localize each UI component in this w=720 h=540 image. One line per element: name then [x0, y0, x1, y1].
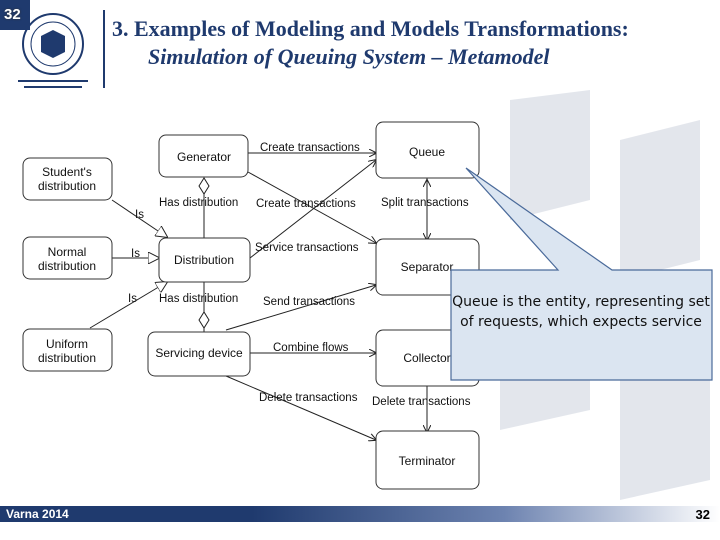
callout-shape	[450, 167, 713, 381]
footer-event: Varna 2014	[6, 507, 69, 521]
label-delete-transactions-2: Delete transactions	[372, 396, 471, 408]
label-split-transactions: Split transactions	[381, 197, 469, 209]
label-create-transactions-2: Create transactions	[256, 198, 356, 210]
callout-text: Queue is the entity, representing set of…	[452, 292, 710, 332]
class-queue: Queue	[409, 145, 445, 159]
callout-keyword: Queue	[452, 294, 499, 310]
class-boxes	[22, 121, 480, 490]
university-logo	[18, 13, 88, 88]
footer-page-number: 32	[695, 507, 710, 522]
class-distribution: Distribution	[174, 253, 234, 267]
label-create-transactions-1: Create transactions	[260, 142, 360, 154]
label-has-distribution-1: Has distribution	[159, 197, 238, 209]
connectors	[89, 153, 427, 440]
class-separator: Separator	[401, 260, 454, 274]
label-service-transactions: Service transactions	[255, 242, 359, 254]
label-is-3: Is	[128, 293, 137, 305]
slide-title-line2: Simulation of Queuing System – Metamodel	[148, 44, 550, 69]
class-generator: Generator	[177, 150, 231, 164]
label-has-distribution-2: Has distribution	[159, 293, 238, 305]
slide-number-top: 32	[4, 6, 21, 23]
label-is-1: Is	[135, 209, 144, 221]
title-divider	[103, 10, 105, 88]
class-terminator: Terminator	[399, 454, 456, 468]
class-servicing-device: Servicing device	[155, 346, 243, 360]
callout-body: is the entity, representing set of reque…	[460, 294, 710, 330]
class-collector: Collector	[403, 351, 450, 365]
slide-title-line1: 3. Examples of Modeling and Models Trans…	[112, 16, 629, 41]
label-send-transactions: Send transactions	[263, 296, 355, 308]
label-delete-transactions-1: Delete transactions	[259, 392, 358, 404]
label-is-2: Is	[131, 248, 140, 260]
corner-band	[0, 0, 30, 30]
label-combine-flows: Combine flows	[273, 342, 349, 354]
footer-bar	[0, 506, 720, 522]
